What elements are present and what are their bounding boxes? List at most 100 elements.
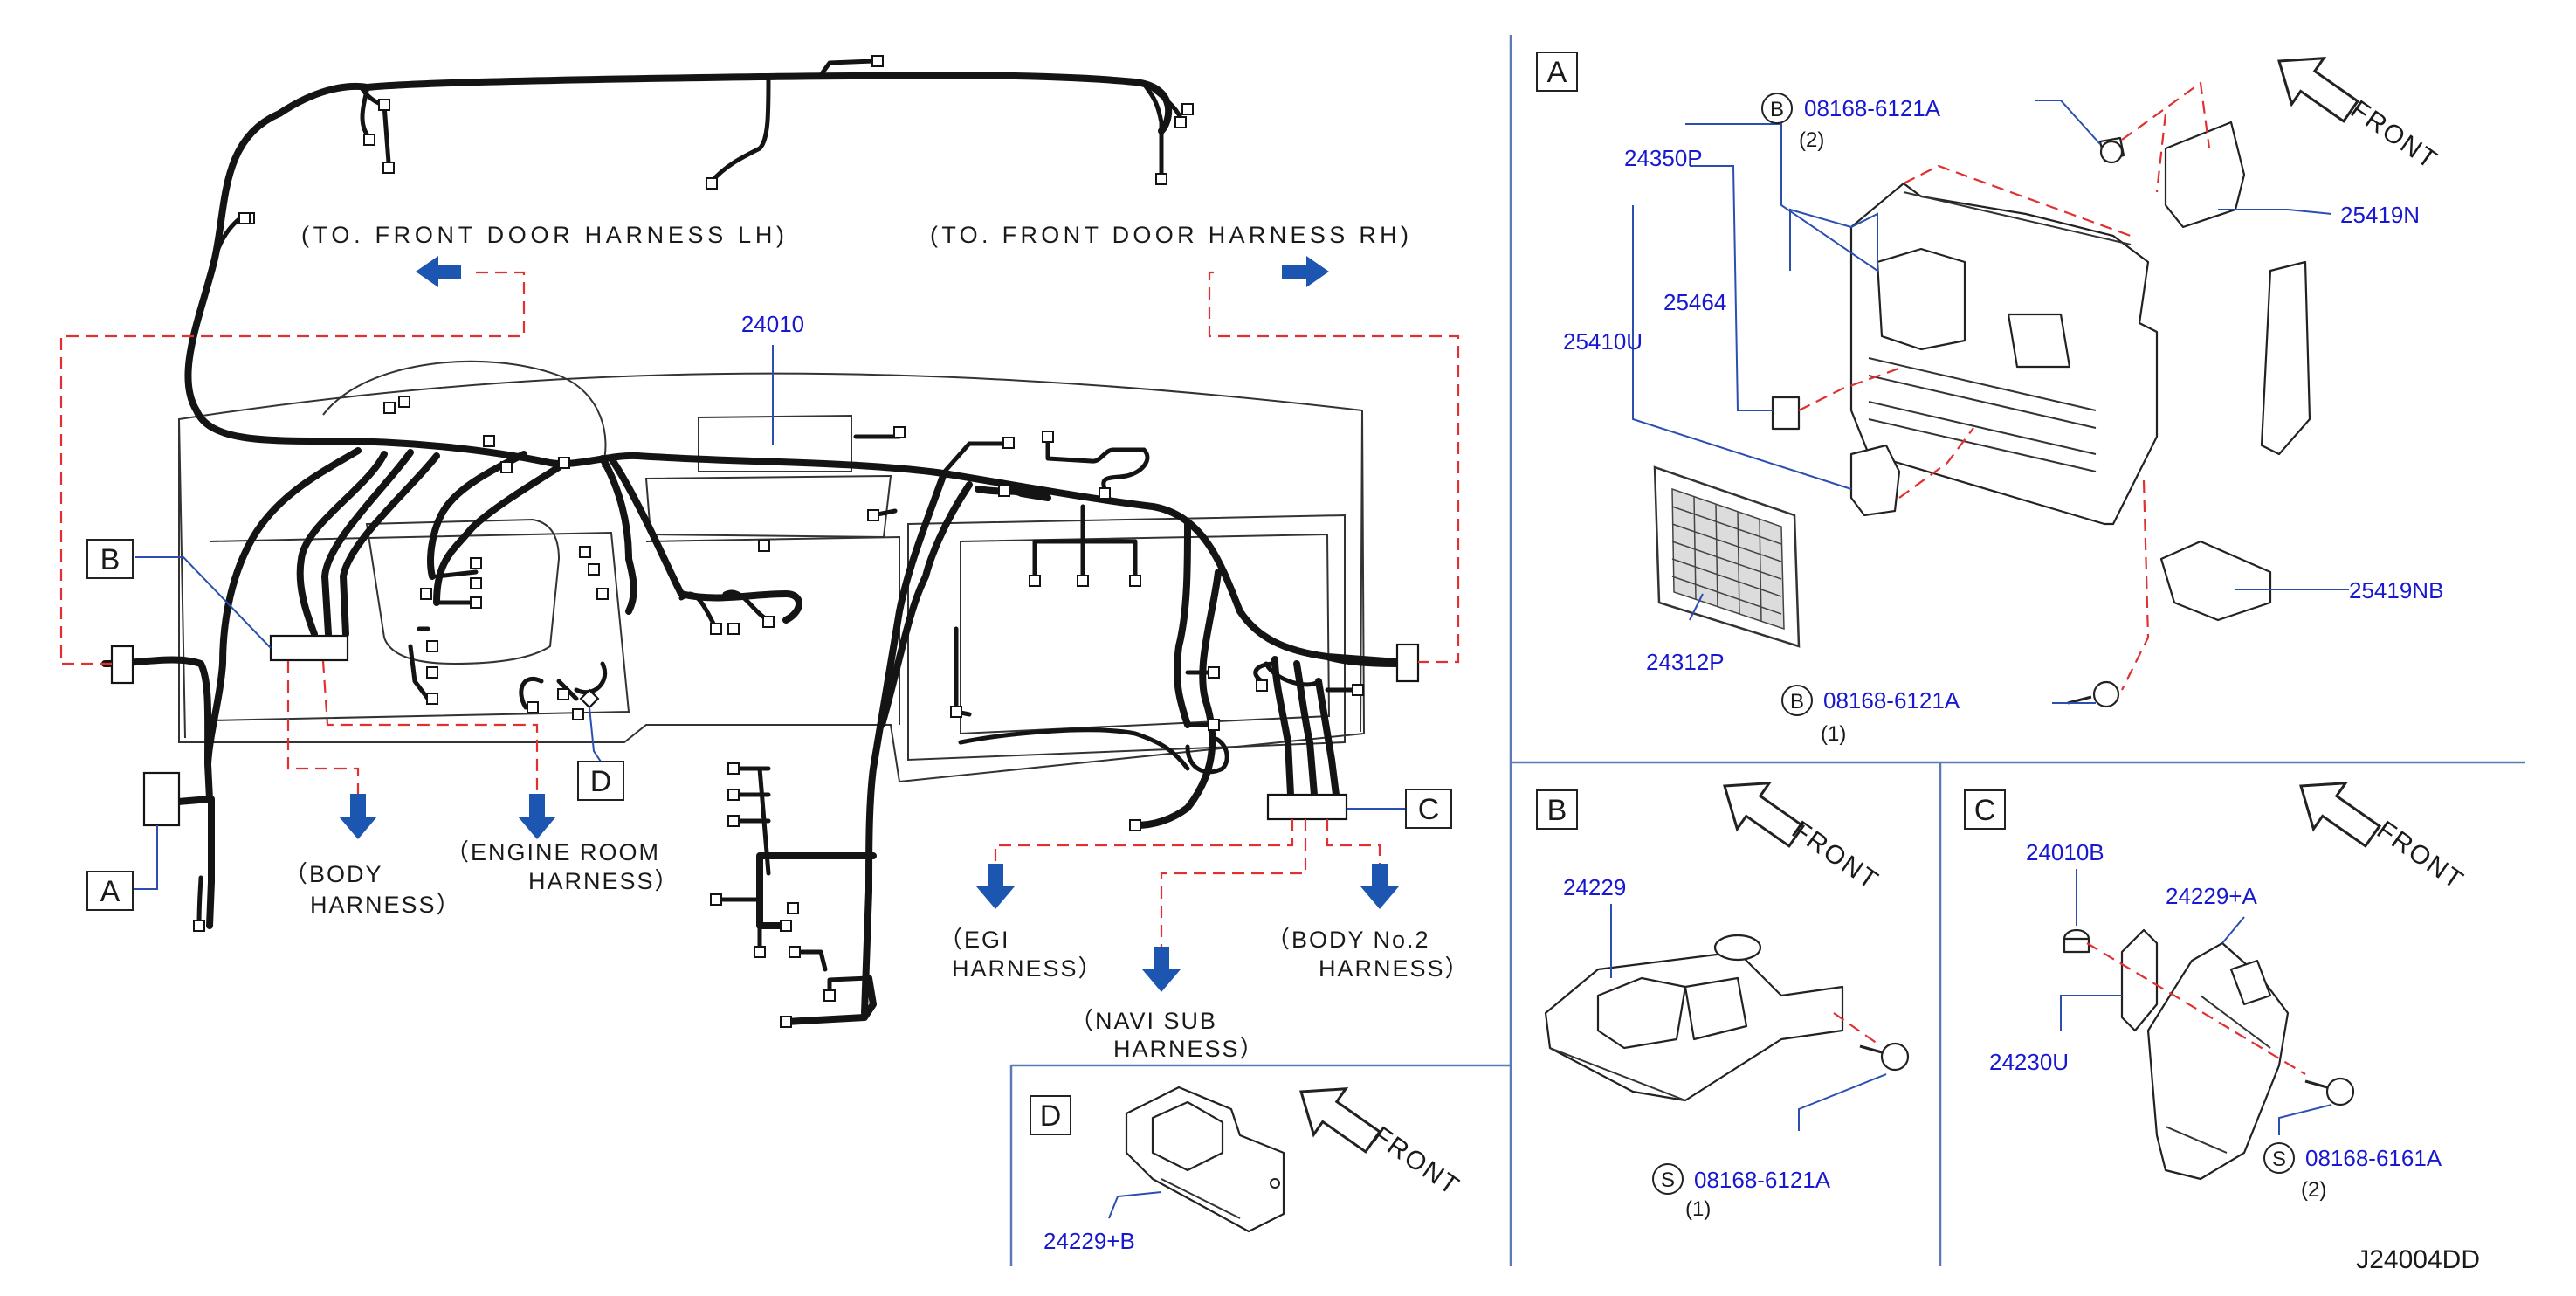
front-arrow-c <box>2299 782 2382 848</box>
bolt-bottom-mark: B <box>1790 690 1804 713</box>
bolt-c-part: 08168-6161A <box>2305 1145 2442 1171</box>
engine-room-line1: （ENGINE ROOM <box>445 839 660 865</box>
arrow-navi-sub-harness <box>1142 947 1181 992</box>
arrow-body-no2-harness <box>1360 864 1399 909</box>
reference-dashed-lines <box>59 271 1460 948</box>
callout-label-a: A <box>100 875 121 908</box>
detail-panel-a: A FRONT <box>1536 52 2443 746</box>
part-24010b: 24010B <box>2026 839 2104 865</box>
front-label-a: FRONT <box>2345 95 2443 176</box>
main-part-number: 24010 <box>741 311 804 337</box>
callout-label-b: B <box>100 543 121 576</box>
bracket-25419n <box>2164 121 2311 456</box>
connector-block-rh <box>1395 643 1420 683</box>
module-24229a <box>2146 941 2290 1181</box>
bolt-b-mark-circle <box>1652 1163 1684 1195</box>
bolt-b <box>1859 1042 1910 1072</box>
panel-b-title: B <box>1547 794 1567 827</box>
panel-b-title-box <box>1536 789 1578 830</box>
bolt-bottom-part: 08168-6121A <box>1823 687 1960 713</box>
bracket-24230u <box>2120 928 2159 1032</box>
bolt-top-qty: (2) <box>1799 128 1824 152</box>
bolt-top-part: 08168-6121A <box>1804 95 1941 121</box>
connector-block-b <box>269 634 349 662</box>
panel-a-title: A <box>1547 56 1567 89</box>
bolt-c-qty: (2) <box>2301 1178 2326 1202</box>
connector-block-a <box>142 771 181 827</box>
panel-d-title: D <box>1040 1100 1062 1133</box>
instrument-panel-outline <box>178 360 1366 783</box>
panel-a-title-box <box>1536 52 1578 92</box>
front-arrow-b <box>1723 782 1806 848</box>
front-label-d: FRONT <box>1367 1121 1465 1202</box>
front-arrow-a <box>2277 57 2360 123</box>
bolt-c-mark: S <box>2272 1148 2286 1171</box>
filter-24312p <box>1653 465 1801 648</box>
connector-block-lh <box>110 645 134 685</box>
bolt-top-mark: B <box>1770 98 1784 121</box>
bolt-c-mark-circle <box>2263 1142 2295 1174</box>
harness-lh-label: (TO. FRONT DOOR HARNESS LH) <box>301 222 786 248</box>
panel-borders <box>1009 35 2525 1266</box>
callout-label-d: D <box>590 765 612 798</box>
part-24350p: 24350P <box>1624 145 1703 171</box>
detail-panel-b: B FRONT 24229 S 08168-6121A (1) <box>1536 782 1910 1221</box>
part-25410u: 25410U <box>1563 328 1643 355</box>
part-25419n: 25419N <box>2340 202 2420 228</box>
relay-25410u <box>1849 444 1901 517</box>
callout-box-a <box>86 871 134 911</box>
front-label-c: FRONT <box>2372 816 2469 896</box>
detail-panel-d: D FRONT 24229+B <box>1030 1086 1465 1254</box>
engine-room-line2: HARNESS） <box>528 868 680 894</box>
arrow-left-lh <box>416 256 461 287</box>
egi-line2: HARNESS） <box>952 955 1104 982</box>
callout-box-b <box>86 539 134 579</box>
bolt-b-mark: S <box>1661 1168 1675 1192</box>
navi-sub-line2: HARNESS） <box>1113 1036 1265 1062</box>
bolt-bottom-mark-circle <box>1781 685 1813 716</box>
arrow-right-rh <box>1282 256 1329 287</box>
panel-c-title-box <box>1964 789 2006 830</box>
nut-24010b <box>2063 928 2090 954</box>
part-24230u: 24230U <box>1989 1049 2069 1075</box>
arrow-body-harness <box>339 794 377 839</box>
panel-c-title: C <box>1974 794 1996 827</box>
part-24229a: 24229+A <box>2166 883 2257 909</box>
bracket-24229b <box>1125 1086 1285 1233</box>
front-arrow-d <box>1299 1087 1382 1154</box>
diagram-code: J24004DD <box>2356 1245 2480 1274</box>
bolt-c <box>2304 1077 2355 1106</box>
egi-line1: （EGI <box>939 927 1010 953</box>
panel-d-title-box <box>1030 1095 1071 1135</box>
arrow-engine-room-harness <box>518 794 556 839</box>
bolt-b-part: 08168-6121A <box>1694 1167 1831 1193</box>
bolt-b-qty: (1) <box>1685 1197 1711 1221</box>
navi-sub-line1: （NAVI SUB <box>1070 1008 1217 1034</box>
callout-box-c <box>1405 789 1452 829</box>
body-no2-line1: （BODY No.2 <box>1266 927 1430 953</box>
part-25464: 25464 <box>1663 289 1726 315</box>
bolt-bottom-qty: (1) <box>1821 722 1846 746</box>
part-24229b: 24229+B <box>1043 1228 1135 1254</box>
bolt-bottom-a <box>2067 680 2120 708</box>
bracket-24229 <box>1544 934 1844 1102</box>
connector-block-d <box>579 688 600 709</box>
callout-leaders <box>133 345 1406 890</box>
harness-rh-label: (TO. FRONT DOOR HARNESS RH) <box>930 222 1410 248</box>
bolt-top-a <box>2098 136 2125 164</box>
bolt-top-mark-circle <box>1761 93 1793 124</box>
connector-block-c <box>1266 793 1348 821</box>
body-no2-line2: HARNESS） <box>1319 955 1471 982</box>
body-harness-line1: （BODY <box>284 861 383 887</box>
arrow-egi-harness <box>976 864 1015 909</box>
detail-panel-c: C FRONT 24010B 24229+A 24230U <box>1964 782 2469 1202</box>
bracket-25419nb <box>2159 540 2272 622</box>
relay-25464 <box>1771 396 1801 431</box>
front-label-b: FRONT <box>1787 816 1884 896</box>
part-24312p: 24312P <box>1646 649 1725 675</box>
part-25419nb: 25419NB <box>2349 577 2443 603</box>
body-harness-line2: HARNESS） <box>310 892 462 918</box>
fuse-block-24350p <box>1849 182 2159 526</box>
part-24229: 24229 <box>1563 874 1626 900</box>
